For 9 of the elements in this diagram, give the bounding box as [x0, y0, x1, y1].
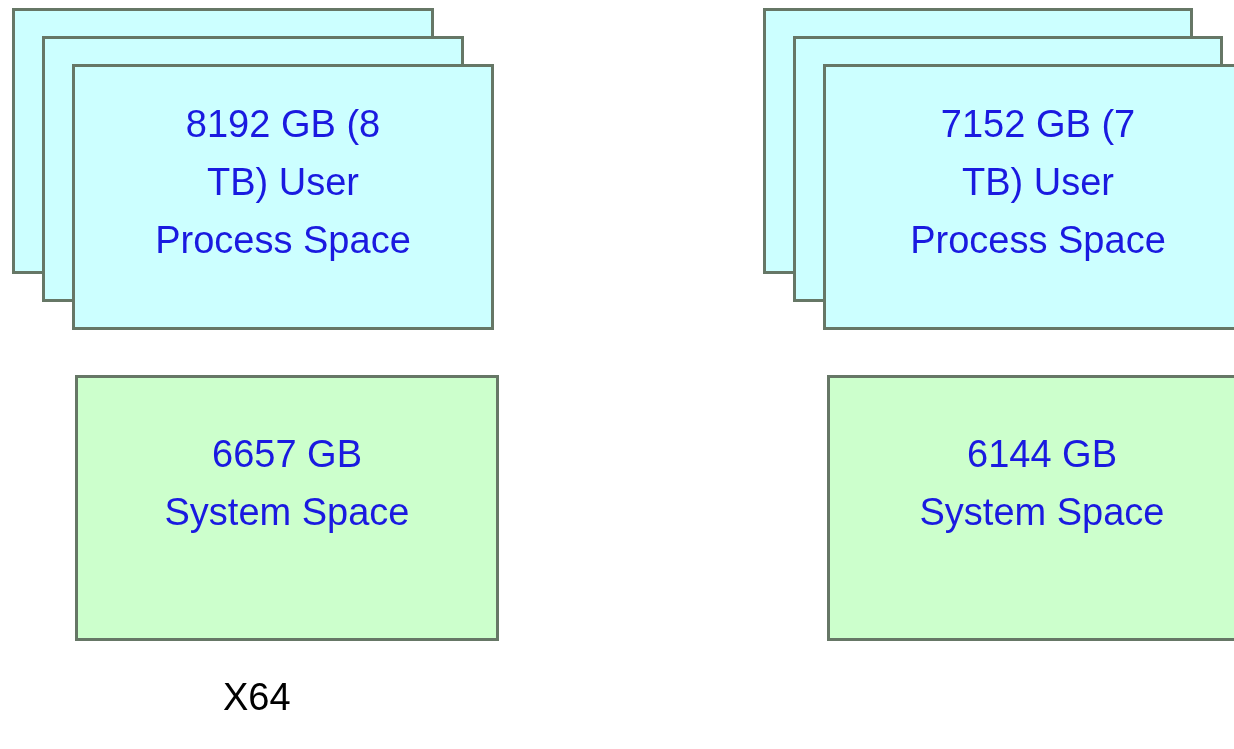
memory-box: [75, 375, 499, 641]
stacked-box: [12, 8, 494, 330]
box-text: 6144 GB System Space: [918, 432, 1166, 535]
box-text: 8192 GB (8 TB) User Process Space: [154, 102, 412, 263]
box-text: 6657 GB System Space: [163, 432, 411, 535]
memory-box: [827, 375, 1234, 641]
box-text: 7152 GB (7 TB) User Process Space: [909, 102, 1167, 263]
stacked-box: [763, 8, 1234, 330]
architecture-label: X64: [223, 675, 291, 719]
